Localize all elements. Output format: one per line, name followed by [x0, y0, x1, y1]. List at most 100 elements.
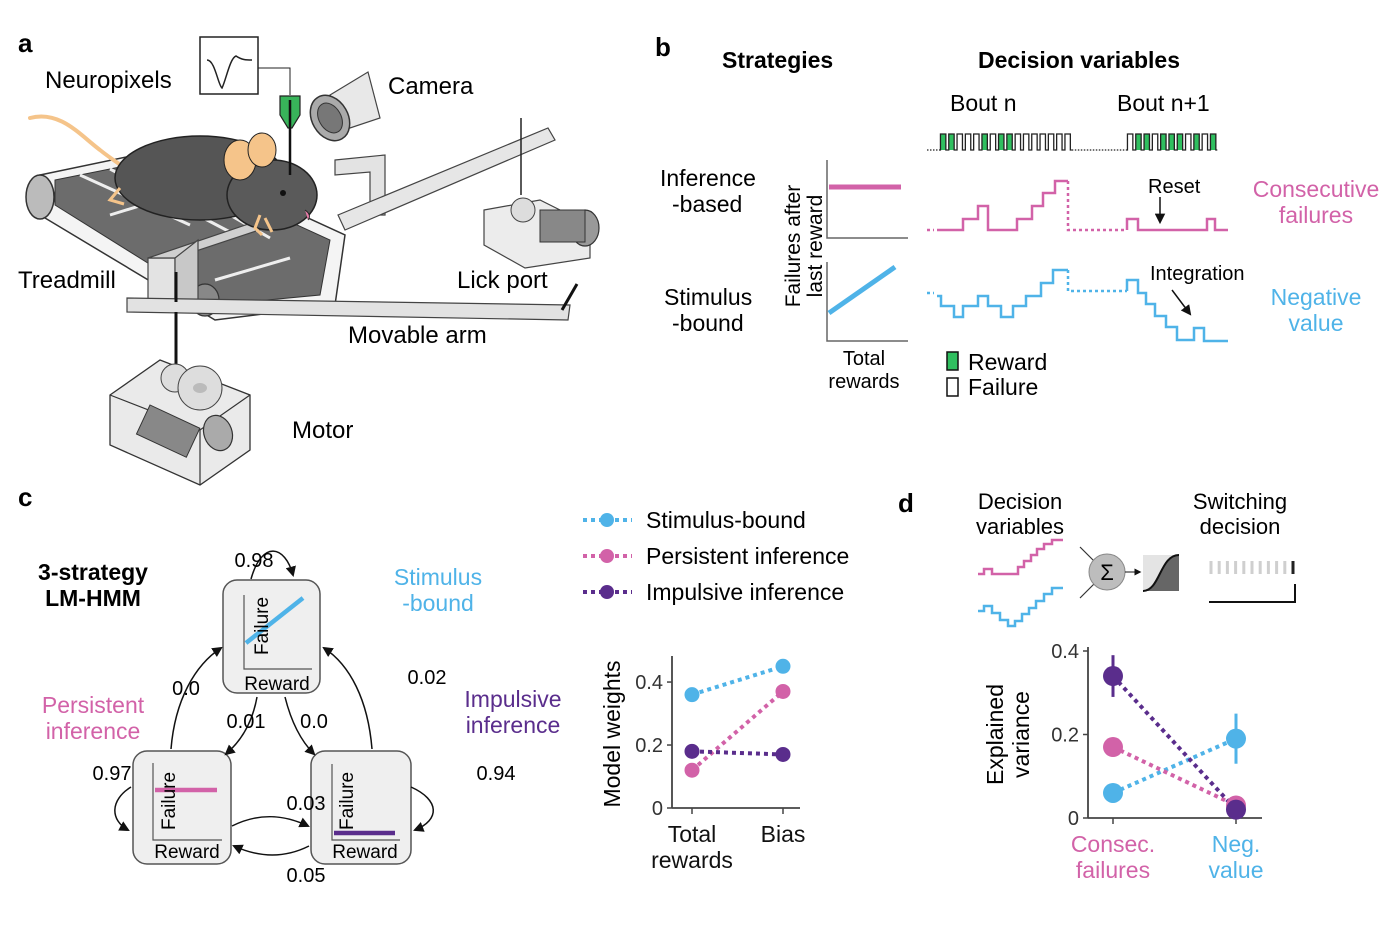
- arrow-pers-to-imp-icon: [231, 815, 310, 828]
- state-box-stimulus-bound: Failure Reward: [222, 579, 321, 695]
- reward-trial-pulse: [1135, 134, 1142, 150]
- y-tick-label: 0.2: [1051, 725, 1079, 747]
- panel-d-letter: d: [898, 488, 914, 518]
- reward-trial-pulse: [981, 134, 988, 150]
- transition-stim-self: 0.98: [235, 550, 274, 572]
- arrow-imp-to-pers-icon: [232, 844, 310, 856]
- stimulus-bound-label-1: Stimulus: [664, 284, 752, 310]
- y-tick-label: 0.2: [635, 735, 663, 757]
- x-tick-label: Bias: [761, 821, 806, 847]
- head-post-stand: [147, 154, 386, 306]
- panel-b: b Strategies Decision variables Bout n B…: [655, 32, 1379, 400]
- state-label-impulsive-1: Impulsive: [464, 686, 561, 712]
- x-tick-label: failures: [1076, 857, 1150, 883]
- data-point-impulsive-inference: [1103, 666, 1123, 687]
- negative-value-label-2: value: [1289, 310, 1344, 336]
- data-point-impulsive-inference: [775, 746, 791, 762]
- switching-decision-ticks: [1209, 561, 1295, 574]
- state-label-stimulus-1: Stimulus: [394, 564, 482, 590]
- camera-label: Camera: [388, 73, 474, 100]
- data-point-impulsive-inference: [1226, 799, 1246, 820]
- y-tick-label: 0: [1068, 808, 1079, 830]
- bout-n1-trace: [1126, 133, 1218, 151]
- reward-trial-pulse: [998, 134, 1004, 150]
- transition-stim-to-pers: 0.01: [227, 711, 266, 733]
- y-tick-label: 0.4: [635, 672, 663, 694]
- state-box-x-label: Reward: [244, 674, 309, 695]
- switching-title-1: Switching: [1193, 489, 1287, 514]
- arrow-imp-to-stim-icon: [322, 646, 373, 750]
- series-line-stimulus-bound: [691, 664, 784, 697]
- consecutive-failures-label-1: Consecutive: [1253, 176, 1380, 202]
- dv-title-1: Decision: [978, 489, 1062, 514]
- strategy-x-axis-label-1: Total: [843, 348, 885, 370]
- reward-trial-pulse: [1210, 134, 1216, 150]
- stimulus-bound-state-line: [244, 596, 305, 645]
- dv-consecutive-icon: [978, 538, 1063, 576]
- integration-arrow-icon: [1171, 289, 1192, 316]
- lmhmm-title-2: LM-HMM: [45, 585, 141, 611]
- reward-trial-pulse: [948, 134, 955, 150]
- switching-title-2: decision: [1200, 514, 1281, 539]
- inference-based-label-2: -based: [672, 191, 742, 217]
- legend-label-0: Stimulus-bound: [646, 507, 806, 533]
- y-tick-label: 0: [652, 798, 663, 820]
- state-box-x-label: Reward: [332, 842, 397, 863]
- y-axis-label: variance: [1008, 691, 1034, 778]
- transition-imp-to-stim: 0.02: [408, 667, 447, 689]
- lmhmm-title-1: 3-strategy: [38, 559, 148, 585]
- stimulus-bound-label-2: -bound: [672, 310, 744, 336]
- strategy-y-axis-label-2: last reward: [804, 195, 827, 298]
- panel-a-letter: a: [18, 28, 33, 58]
- reward-trial-pulse: [1168, 134, 1175, 150]
- data-point-stimulus-bound: [775, 658, 791, 674]
- lick-port-motor: [483, 118, 600, 269]
- legend-marker-0: [600, 513, 614, 527]
- dv-negative-value-icon: [978, 586, 1063, 628]
- upper-arm: [337, 127, 556, 231]
- spike-waveform-icon: [206, 55, 253, 90]
- motor-label: Motor: [292, 417, 353, 444]
- arrow-stim-to-pers-icon: [224, 696, 258, 756]
- panel-c: c 3-strategy LM-HMM Failure Reward Failu…: [18, 482, 849, 887]
- arrow-pers-to-stim-icon: [170, 646, 223, 750]
- data-point-stimulus-bound: [1103, 782, 1123, 803]
- movable-arm-label: Movable arm: [348, 322, 487, 349]
- state-box-y-label: Failure: [337, 772, 358, 830]
- y-axis-label: Explained: [982, 684, 1008, 785]
- lick-port-label: Lick port: [457, 267, 548, 294]
- explained-variance-chart: 00.20.4Consec.failuresNeg.valueExplained…: [982, 641, 1263, 883]
- inference-based-label-1: Inference: [660, 165, 756, 191]
- stimulus-strategy-plot: [826, 262, 908, 342]
- series-line-impulsive-inference: [1111, 674, 1238, 812]
- strategy-y-axis-label-1: Failures after: [782, 185, 805, 308]
- data-point-persistent-inference: [1103, 737, 1123, 758]
- motor-illustration: [109, 359, 251, 486]
- data-point-persistent-inference: [684, 762, 700, 778]
- series-line-impulsive-inference: [691, 749, 784, 757]
- bout-n-trace: [939, 133, 1072, 151]
- arrow-stim-to-imp-icon: [284, 696, 316, 756]
- series-line-persistent-inference: [690, 689, 785, 772]
- legend-label-1: Persistent inference: [646, 543, 849, 569]
- legend-label-2: Impulsive inference: [646, 579, 844, 605]
- x-tick-label: value: [1209, 857, 1264, 883]
- data-point-impulsive-inference: [684, 743, 700, 759]
- state-box-y-label: Failure: [159, 772, 180, 830]
- legend-marker-1: [600, 549, 614, 563]
- failure-legend-swatch: [946, 377, 959, 397]
- failure-legend-label: Failure: [968, 374, 1038, 400]
- reset-label: Reset: [1148, 176, 1201, 198]
- y-axis-label: Model weights: [599, 660, 625, 807]
- integration-label: Integration: [1150, 263, 1245, 285]
- transition-imp-self: 0.94: [477, 763, 516, 785]
- state-label-persistent-2: inference: [46, 718, 141, 744]
- transition-pers-to-stim: 0.0: [172, 678, 200, 700]
- dv-title-2: variables: [976, 514, 1064, 539]
- strategies-title: Strategies: [722, 47, 833, 73]
- state-label-stimulus-2: -bound: [402, 590, 474, 616]
- transition-imp-to-pers: 0.05: [287, 865, 326, 887]
- camera-illustration: [309, 71, 381, 142]
